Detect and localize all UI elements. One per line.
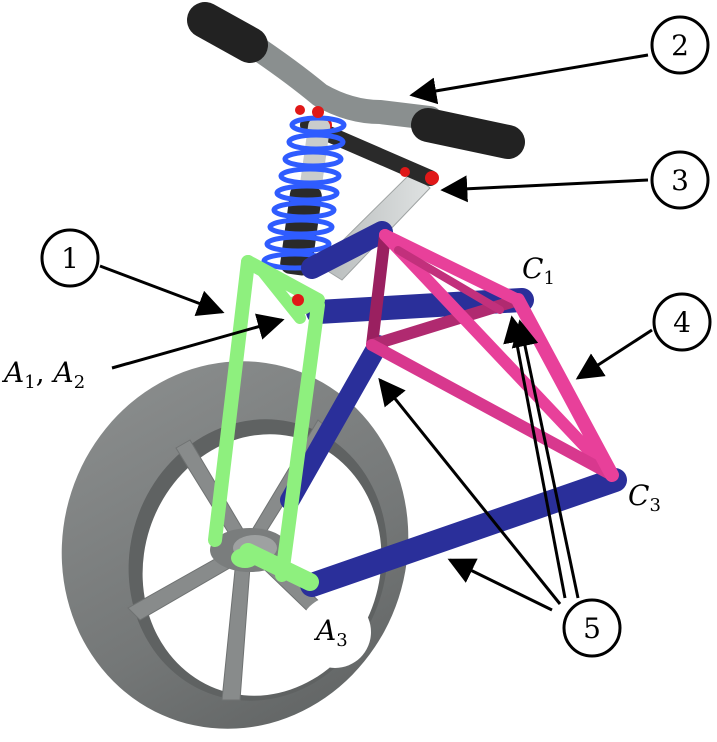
callout-4: 4 [652,292,712,352]
arrow-4 [575,328,653,380]
callout-5: 5 [562,598,622,658]
callout-arrows [99,53,653,612]
link-middle [280,335,388,510]
callout-1: 1 [40,228,100,288]
upright-truss [366,229,619,482]
joint-handlebar-right [425,171,439,185]
arrow-5c [378,377,562,605]
callout-3: 3 [650,150,710,210]
callout-4-label: 4 [673,306,691,339]
green-fork [208,255,325,591]
spring-damper [261,105,347,276]
arrow-a12 [111,313,285,370]
point-label-c3: C3 [628,479,661,516]
point-label-c1: C1 [522,252,555,289]
arrow-5d [447,558,553,612]
link-lower [300,468,627,597]
callout-3-label: 3 [671,164,689,197]
callout-2: 2 [650,15,710,75]
link-upper-rear [301,221,393,279]
arrow-5a [503,315,567,599]
point-label-a3-bubble: A3 [299,596,371,668]
arrow-2 [409,53,649,105]
handlebar [187,2,525,186]
joint-handlebar-mid [400,167,410,177]
callout-1-label: 1 [61,242,79,275]
arrow-1 [99,264,225,317]
point-label-a3: A3 [313,614,348,651]
callout-5-label: 5 [583,612,601,645]
arrow-5b [511,319,580,599]
point-label-a1-a2: A1, A2 [1,356,85,393]
arrow-3 [440,175,649,203]
callout-2-label: 2 [671,29,689,62]
